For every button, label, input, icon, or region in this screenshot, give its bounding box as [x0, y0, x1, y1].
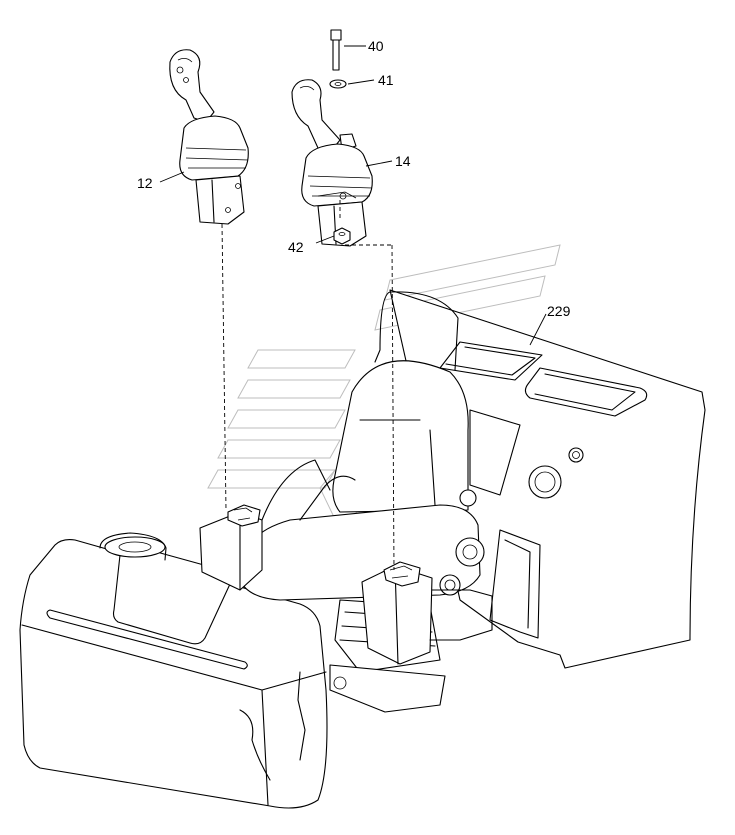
- label-part-12: 12: [137, 175, 153, 191]
- left-armrest-console: [199, 459, 331, 591]
- part-42-nut: [333, 227, 351, 245]
- left-console: [19, 532, 328, 809]
- label-part-41: 41: [378, 72, 394, 88]
- joystick-left: [169, 49, 249, 225]
- part-41-washer: [329, 79, 347, 89]
- label-part-229: 229: [547, 303, 571, 319]
- leader-lines: [159, 45, 547, 346]
- label-part-40: 40: [368, 38, 384, 54]
- label-part-42: 42: [288, 239, 304, 255]
- right-armrest-console: [361, 561, 493, 665]
- label-part-14: 14: [395, 153, 411, 169]
- part-40-bolt: [330, 29, 342, 71]
- assembly-dashed-lines: [221, 200, 395, 571]
- joystick-right: [291, 79, 373, 247]
